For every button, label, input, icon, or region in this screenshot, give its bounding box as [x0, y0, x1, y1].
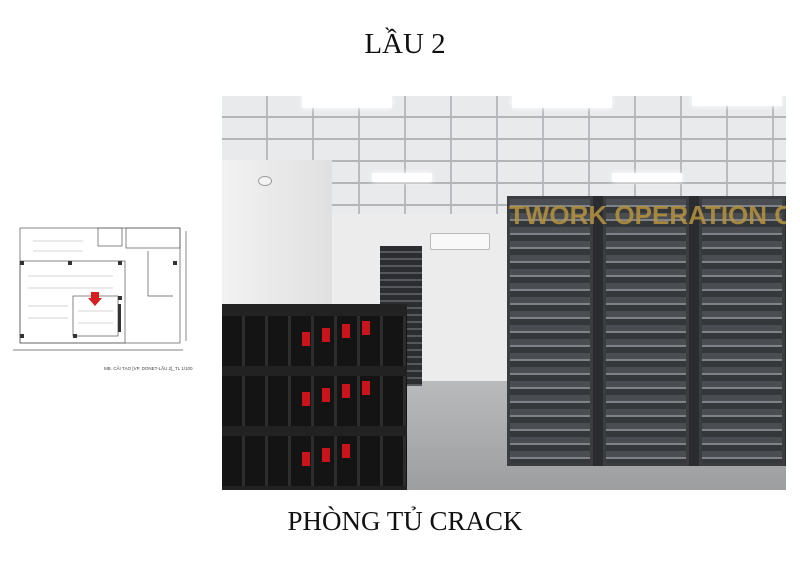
server-room-render: TWORK OPERATION C	[222, 96, 786, 490]
battery-shelf	[222, 304, 407, 490]
camera-icon	[258, 176, 272, 186]
rack-sign: TWORK OPERATION C	[509, 200, 786, 230]
air-conditioner	[430, 233, 490, 250]
floor-plan	[13, 227, 187, 351]
room-caption: PHÒNG TỦ CRACK	[287, 506, 523, 536]
page-title: LẦU 2	[364, 28, 446, 60]
server-racks: TWORK OPERATION C	[507, 196, 786, 466]
floor-plan-label: MB. CẢI TẠO [VP. DONET-LẦU 2]_TL 1/100	[104, 366, 193, 371]
